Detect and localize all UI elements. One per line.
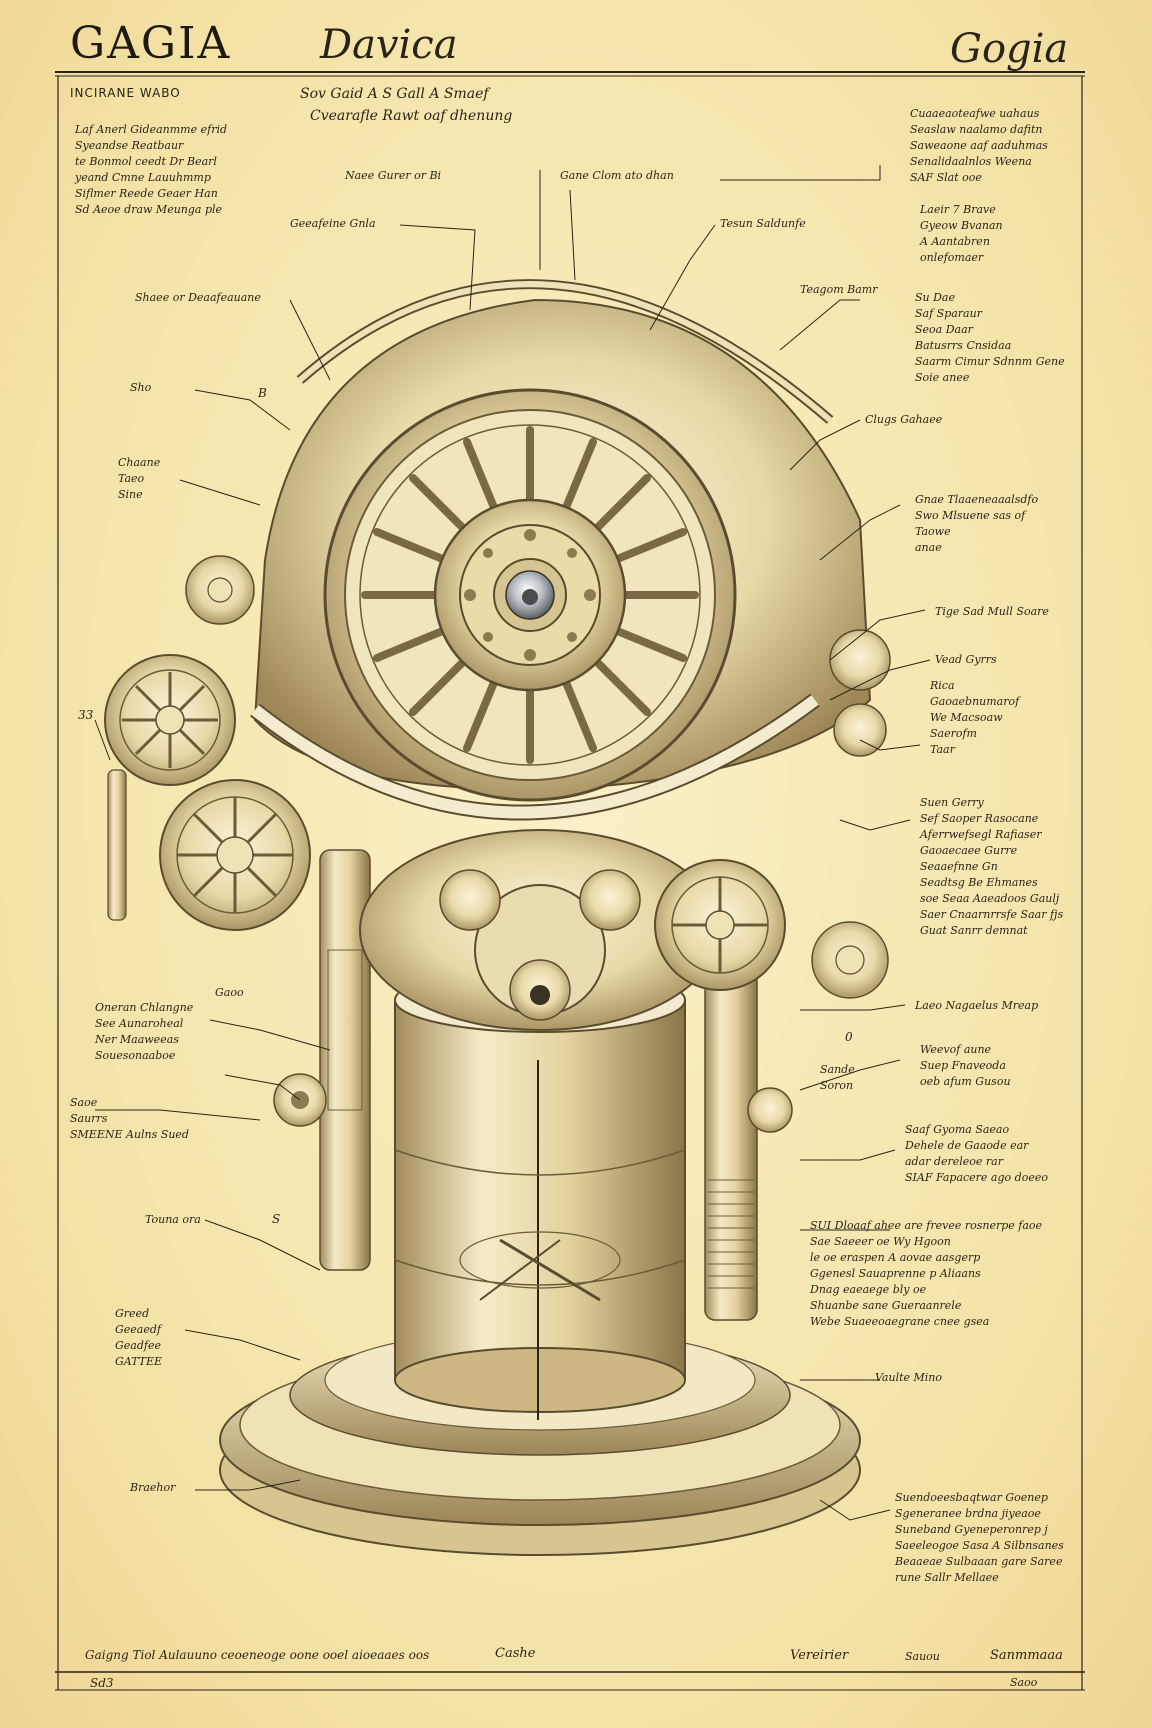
label-sande: Sande Soron [820, 1063, 855, 1092]
note-top-center-2: Cvearafle Rawt oaf dhenung [310, 108, 513, 124]
left-upper-wheel [104, 654, 236, 786]
label-cligs: Clugs Gahaee [865, 413, 943, 426]
label-left-mid: Oneran Chlangne See Aunaroheal Ner Maawe… [95, 1001, 194, 1062]
label-right-mid: Su Dae Saf Sparaur Seoa Daar Batusrrs Cn… [915, 291, 1065, 384]
label-oaaf: Saaf Gyoma Saeao Dehele de Gaaode ear ad… [905, 1123, 1048, 1184]
footer-right-2: Sauou [905, 1650, 940, 1663]
note-top-left: Laf Anerl Gideanmme efrid Syeandse Reatb… [75, 123, 228, 216]
label-gane: Gane Clom ato dhan [560, 169, 674, 182]
main-wheel [323, 388, 737, 802]
label-claaue: Chaane Taeo Sine [118, 456, 161, 501]
right-wheel [654, 859, 889, 999]
label-rice: Rica Gaoaebnumarof We Macsoaw Saerofm Ta… [930, 679, 1020, 756]
label-nave: Naee Gurer or Bi [345, 169, 442, 182]
label-cnce: Gnae Tlaaeneaaalsdfo Swo Mlsuene sas of … [915, 493, 1039, 554]
label-tearn: Teagom Bamr [800, 283, 878, 296]
header-label: INCIRANE WABO [70, 86, 181, 100]
label-laeo: Laeo Nagaelus Mreap [915, 999, 1039, 1012]
label-ve: Vead Gyrrs [935, 653, 997, 666]
label-gaoo: Gaoo [215, 986, 244, 999]
label-gearrs: Geeafeine Gnla [290, 217, 376, 230]
left-lower-wheel [107, 769, 311, 931]
title-right: Gogia [950, 26, 1069, 72]
footer-right-1: Vereirier [790, 1648, 849, 1663]
label-b: B [258, 386, 267, 400]
label-shan: Shaee or Deaafeauane [135, 291, 261, 304]
footer-right-3: Sanmmaaa [990, 1648, 1063, 1663]
label-sunfol: SUI Dloaaf ahee are frevee rosnerpe faoe… [810, 1219, 1043, 1328]
leader-lines [94, 165, 931, 1521]
label-left-lower: Saoe Saurrs SMEENE Aulns Sued [70, 1096, 189, 1141]
label-s: S [272, 1212, 281, 1226]
label-number-33: 33 [78, 708, 94, 722]
label-suen: Suen Gerry Sef Saoper Rasocane Aferrwefs… [920, 796, 1064, 937]
label-teaun: Tesun Saldunfe [720, 217, 806, 230]
label-bottom-right: Suendoeesbaqtwar Goenep Sgeneranee brdna… [895, 1491, 1064, 1584]
note-top-right: Cuaaeaoteafwe uahaus Seaslaw naalamo daf… [910, 107, 1048, 184]
footer-left: Gaigng Tiol Aulauuno ceoeneoge oone ooel… [85, 1648, 430, 1662]
label-vaulai: Vaulte Mino [875, 1371, 943, 1384]
label-zero: 0 [845, 1030, 853, 1044]
label-laeir: Laeir 7 Brave Gyeow Bvanan A Aantabren o… [920, 203, 1003, 264]
outer-arc-ring [250, 279, 834, 821]
title-left: GAGIA [70, 18, 232, 69]
middle-gearbox [359, 829, 721, 1031]
central-cylinder [394, 967, 686, 1420]
note-top-center-1: Sov Gaid A S Gall A Smaef [300, 86, 489, 102]
label-sho: Sho [130, 381, 152, 394]
label-brathor: Braehor [130, 1481, 176, 1494]
title-center: Davica [320, 22, 458, 68]
left-column [273, 849, 371, 1271]
footer-center: Cashe [495, 1646, 536, 1661]
label-greed: Greed Geeaedf Geadfee GATTEE [115, 1307, 163, 1368]
footer-corner-left: Sd3 [90, 1676, 114, 1690]
label-nnn: Tige Sad Mull Soare [935, 605, 1049, 618]
label-wevof: Weevof aune Suep Fnaveoda oeb afum Gusou [920, 1043, 1011, 1088]
footer-corner-right: Saoo [1010, 1676, 1038, 1689]
label-teunar: Touna ora [145, 1213, 201, 1226]
